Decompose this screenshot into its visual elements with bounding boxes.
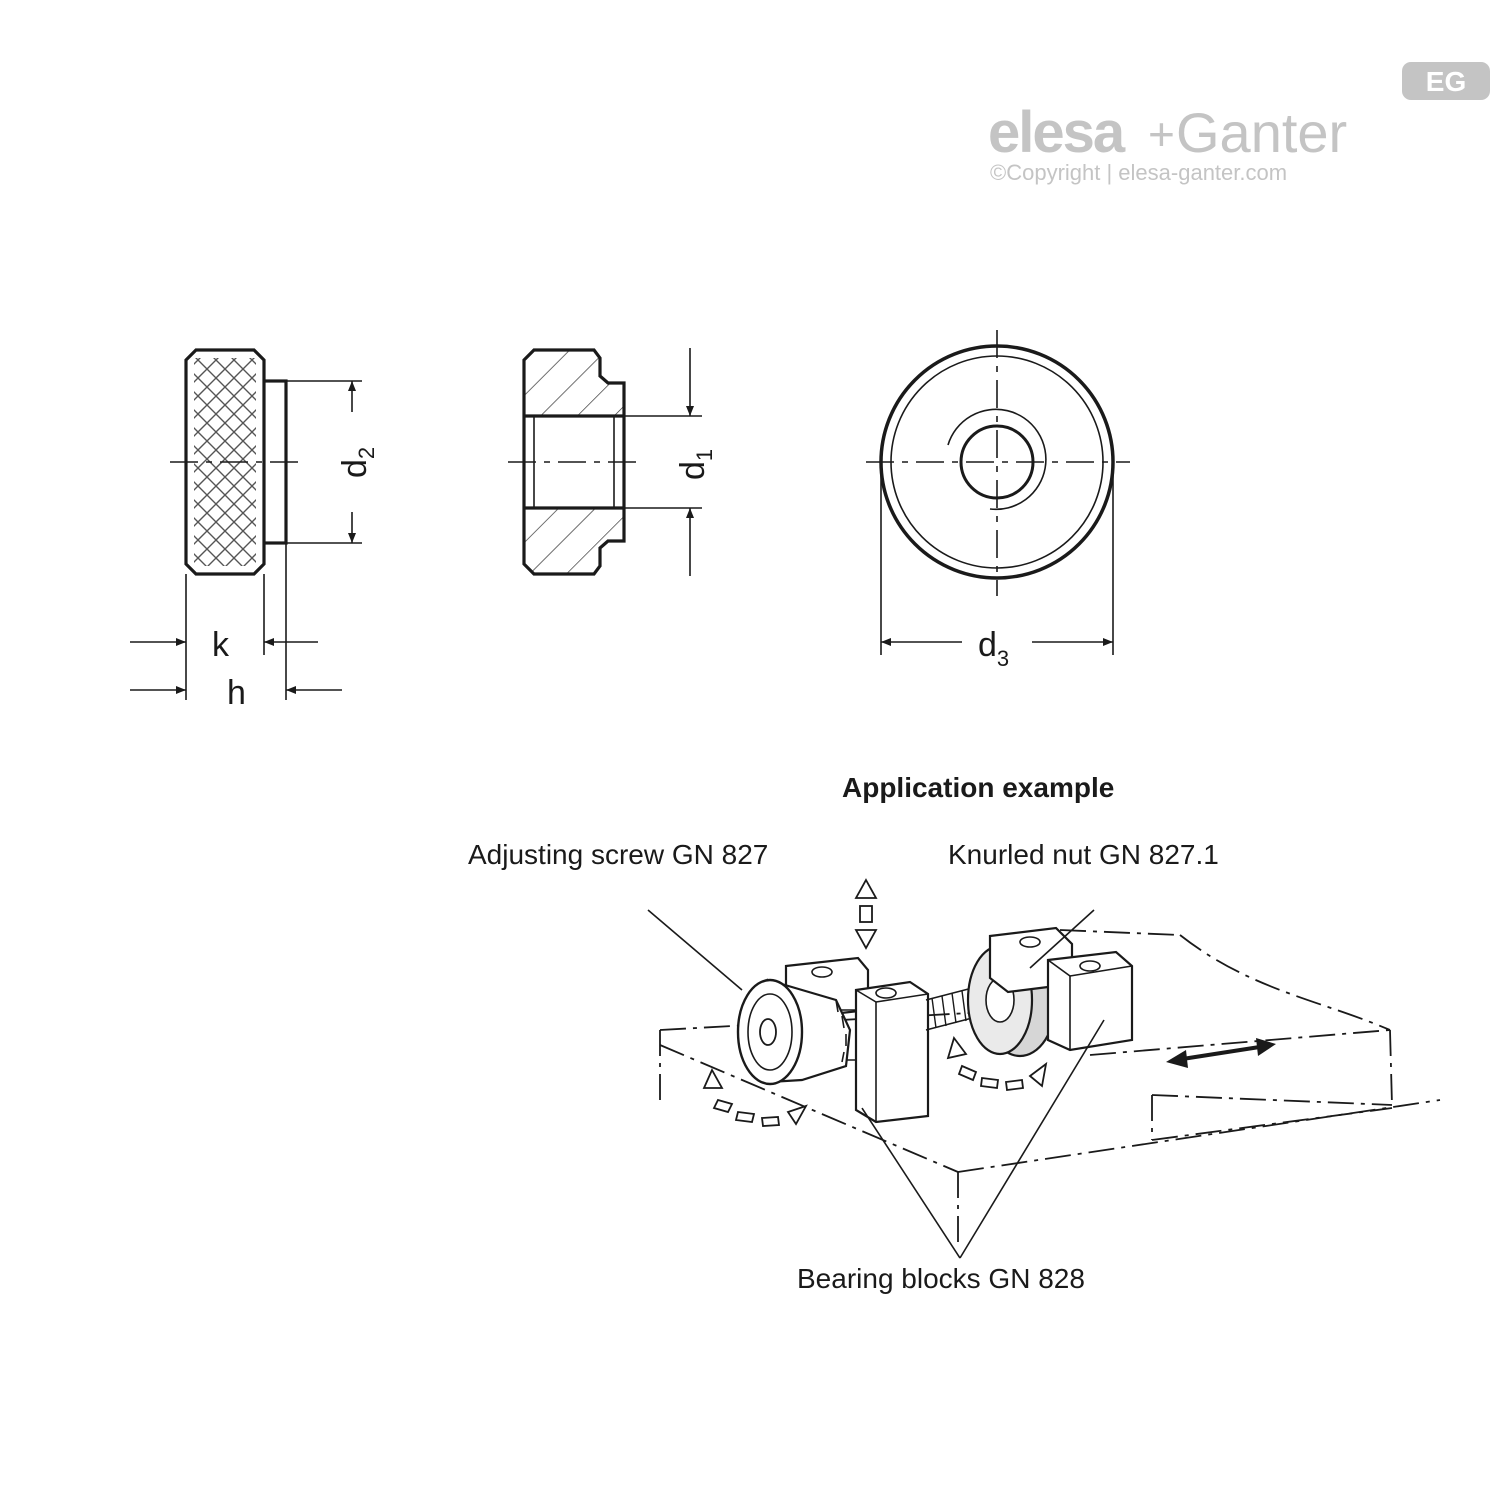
dim-d3: d3 xyxy=(978,626,1009,671)
application-heading: Application example xyxy=(842,772,1114,803)
eg-badge xyxy=(1402,62,1490,100)
bearing-block-right xyxy=(988,926,1134,1052)
nut-section-view: d1 xyxy=(508,348,717,576)
brand-elesa: elesa xyxy=(988,100,1126,165)
label-adjusting-screw: Adjusting screw GN 827 xyxy=(468,839,768,870)
brand-plus: + xyxy=(1148,108,1175,160)
label-bearing-blocks: Bearing blocks GN 828 xyxy=(797,1263,1085,1294)
label-knurled-nut: Knurled nut GN 827.1 xyxy=(948,839,1219,870)
nut-front-view: d3 xyxy=(866,330,1130,671)
dim-d2: d2 xyxy=(336,447,379,478)
rotation-arrow-icon-right xyxy=(946,1036,1048,1092)
brand-ganter: Ganter xyxy=(1176,101,1347,164)
eg-badge-text: EG xyxy=(1426,66,1466,97)
section-outline xyxy=(522,348,626,576)
double-arrow-icon xyxy=(1166,1038,1276,1068)
adjusting-screw xyxy=(736,978,852,1086)
leader-lines xyxy=(647,909,1105,1259)
application-example: Application example Adjusting screw GN 8… xyxy=(468,772,1441,1294)
knurled-nut-side-view: d2 k h xyxy=(130,348,379,712)
copyright-text: ©Copyright | elesa-ganter.com xyxy=(990,160,1287,185)
elesa-ganter-logo: EG elesa + Ganter ©Copyright | elesa-gan… xyxy=(988,62,1490,185)
rotation-arrow-icon xyxy=(702,1067,808,1127)
dim-k: k xyxy=(212,626,230,664)
dim-h: h xyxy=(227,674,246,712)
vertical-arrow-icon xyxy=(854,878,878,950)
dim-d1: d1 xyxy=(674,449,717,480)
